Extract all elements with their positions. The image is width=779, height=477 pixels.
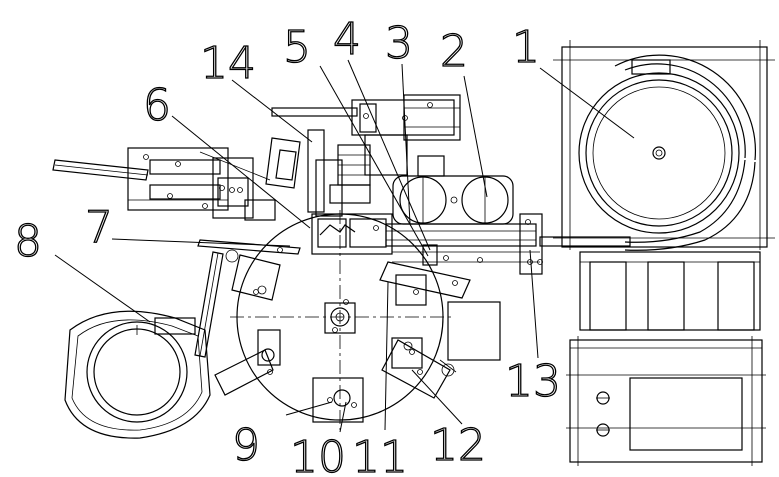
- label-part-2: 2: [440, 26, 468, 77]
- vibratory-bowl-feeder-1: [539, 40, 775, 331]
- left-cylinder-assembly-6: [52, 147, 276, 221]
- label-part-11: 11: [352, 432, 408, 477]
- small-bowl-feeder-8: [64, 239, 301, 439]
- tilted-clamp-14: [265, 137, 343, 217]
- central-carriage: [311, 213, 543, 275]
- label-part-8: 8: [14, 216, 42, 267]
- label-part-6: 6: [143, 80, 171, 131]
- label-part-7: 7: [85, 202, 113, 253]
- label-part-14: 14: [200, 38, 256, 89]
- label-part-5: 5: [283, 22, 311, 73]
- label-part-9: 9: [232, 420, 260, 471]
- label-part-3: 3: [385, 18, 413, 69]
- control-box: [566, 336, 766, 466]
- label-part-12: 12: [430, 420, 486, 471]
- label-part-13: 13: [505, 356, 561, 407]
- leader-lines: [54, 59, 635, 433]
- label-part-10: 10: [290, 432, 346, 477]
- part-labels: 1 2 3 4 5 14 6 7 8 9 10 11 12 13: [13, 13, 561, 477]
- upper-cylinder-assembly: [271, 94, 461, 213]
- fastener-markers: [143, 102, 543, 408]
- label-part-1: 1: [512, 22, 540, 73]
- rotary-table: [214, 210, 501, 430]
- double-roller-unit-2: [392, 155, 514, 225]
- label-part-4: 4: [333, 14, 361, 65]
